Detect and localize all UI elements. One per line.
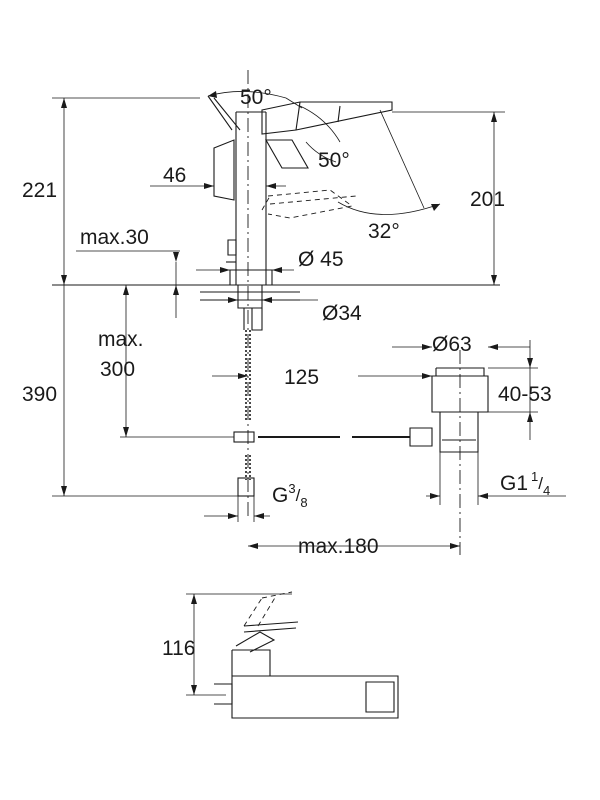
base-diameter-label: Ø 45 (298, 248, 344, 271)
waste-pipe (258, 350, 489, 555)
supply-length-label-2: 300 (100, 358, 135, 381)
dimension-lines (52, 91, 566, 549)
below-deck-label: 390 (22, 383, 57, 406)
angle-lever-label: 32° (368, 220, 400, 243)
waste-diameter-label: Ø63 (432, 333, 472, 356)
waste-reach-label: max.180 (298, 535, 379, 558)
side-view: 116 (162, 591, 399, 719)
waste-connection-num: 1 (531, 469, 538, 484)
deck-thickness-label: max.30 (80, 226, 149, 249)
supply-connection-base: G (272, 484, 288, 507)
waste-connection-den: 4 (543, 483, 550, 498)
height-spout-label: 201 (470, 188, 505, 211)
supply-connection-label: G3/8 (272, 481, 308, 510)
angle-spout-top-label: 50° (240, 86, 272, 109)
angle-spout-side-label: 50° (318, 149, 350, 172)
spout-reach-offset-label: 46 (163, 164, 186, 187)
supply-connection-num: 3 (288, 481, 295, 496)
hole-diameter-label: Ø34 (322, 302, 362, 325)
waste-connection-base: G1 (500, 472, 528, 495)
supply-length-label-1: max. (98, 328, 144, 351)
under-deck-assembly (200, 285, 300, 497)
side-view-height-label: 116 (162, 637, 195, 660)
swivel-outline (261, 189, 357, 219)
supply-connection-den: 8 (300, 495, 307, 510)
waste-offset-label: 125 (284, 366, 319, 389)
dimension-labels: 50° 50° 32° 221 201 46 max.30 Ø 45 Ø34 m… (22, 86, 552, 558)
height-total-label: 221 (22, 179, 57, 202)
faucet-body (207, 95, 393, 286)
waste-height-label: 40-53 (498, 383, 552, 406)
